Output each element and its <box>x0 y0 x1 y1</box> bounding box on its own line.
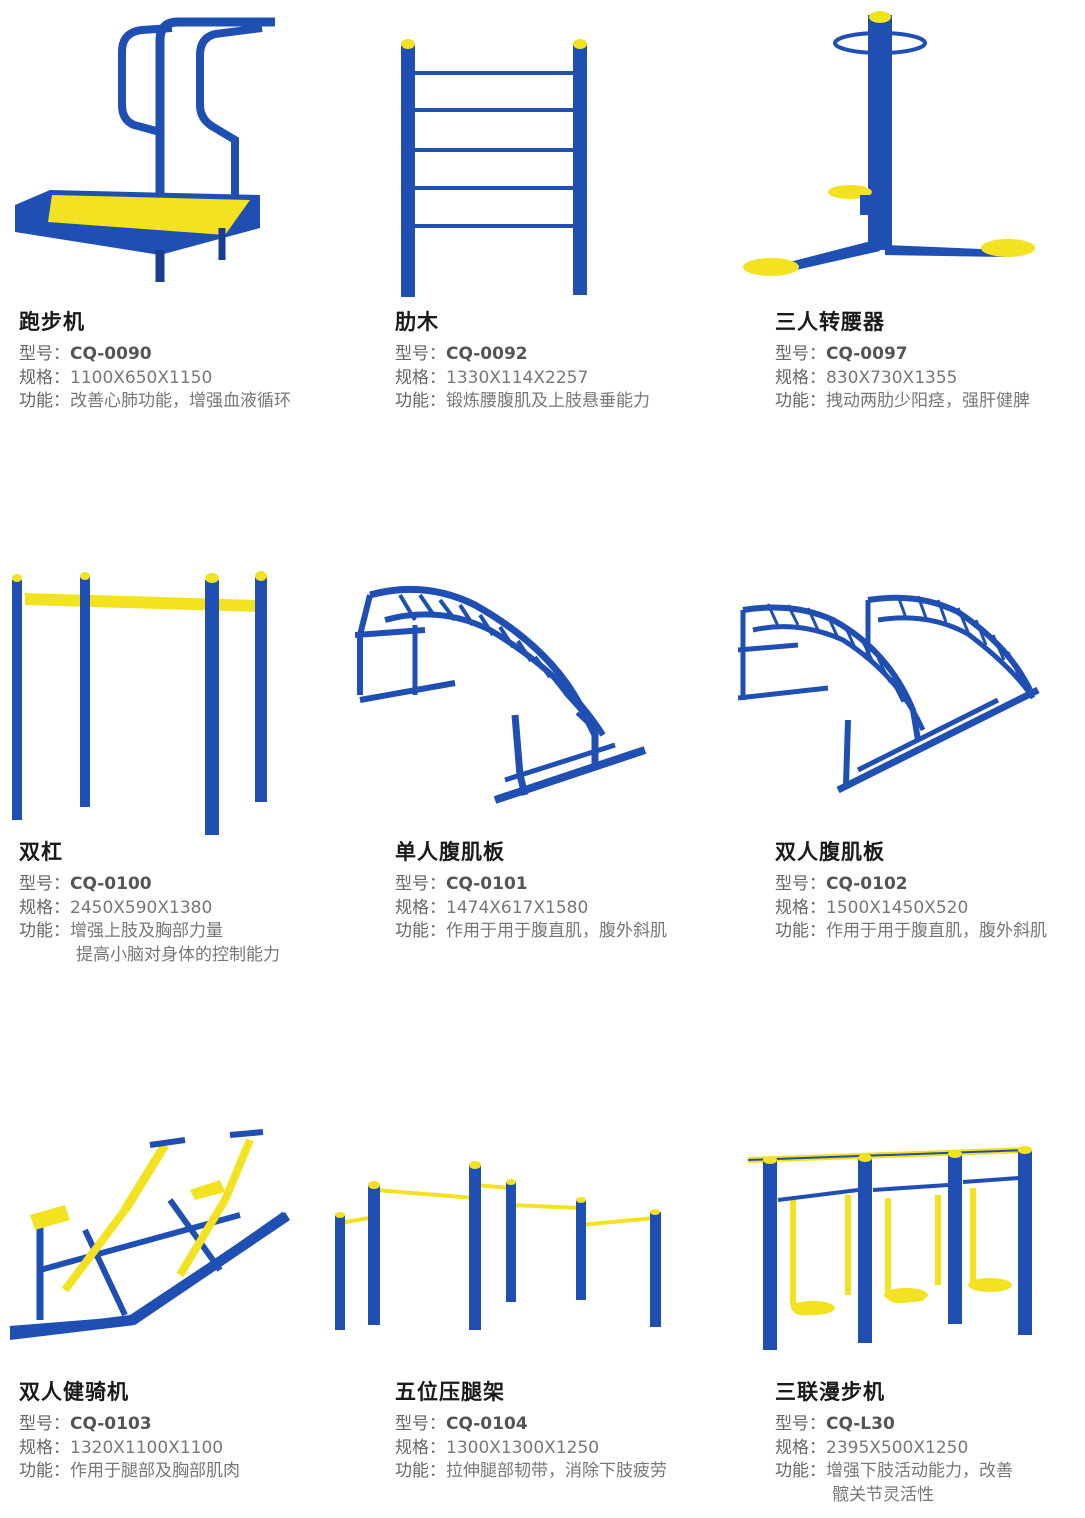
product-specs: 型号：CQ-0100 规格：2450X590X1380 功能：增强上肢及胸部力量… <box>19 874 280 965</box>
model-number: CQ-0102 <box>826 874 908 894</box>
function: 拽动两肋少阳痉，强肝健脾 <box>826 391 1030 411</box>
dimensions: 830X730X1355 <box>826 367 958 388</box>
dimensions: 1330X114X2257 <box>446 367 589 388</box>
dimensions: 1500X1450X520 <box>826 897 969 918</box>
product-specs: 型号：CQ-0101 规格：1474X617X1580 功能：作用于用于腹直肌，… <box>395 874 667 941</box>
leg-stretch-rack-image <box>330 1160 670 1335</box>
product-name: 五位压腿架 <box>395 1380 505 1404</box>
dimensions: 1300X1300X1250 <box>446 1437 600 1458</box>
function: 髋关节灵活性 <box>832 1484 934 1505</box>
model-number: CQ-0092 <box>446 344 528 364</box>
treadmill-image <box>10 10 280 290</box>
model-number: CQ-0103 <box>70 1414 152 1434</box>
function: 拉伸腿部韧带，消除下肢疲劳 <box>446 1461 667 1481</box>
single-situp-board-image <box>355 575 655 820</box>
double-situp-board-image <box>738 590 1043 805</box>
double-rider-image <box>5 1120 295 1345</box>
product-specs: 型号：CQ-0092 规格：1330X114X2257 功能：锻炼腰腹肌及上肢悬… <box>395 344 650 411</box>
product-specs: 型号：CQ-L30 规格：2395X500X1250 功能：增强下肢活动能力，改… <box>775 1414 1013 1505</box>
waist-twister-image <box>740 5 1040 285</box>
product-specs: 型号：CQ-0090 规格：1100X650X1150 功能：改善心肺功能，增强… <box>19 344 291 411</box>
function: 增强上肢及胸部力量 <box>70 921 223 941</box>
dimensions: 1474X617X1580 <box>446 897 589 918</box>
function: 提高小脑对身体的控制能力 <box>76 944 280 965</box>
model-number: CQ-L30 <box>826 1414 895 1434</box>
product-name: 双人健骑机 <box>19 1380 129 1404</box>
product-name: 三联漫步机 <box>775 1380 885 1404</box>
function: 锻炼腰腹肌及上肢悬垂能力 <box>446 391 650 411</box>
product-specs: 型号：CQ-0102 规格：1500X1450X520 功能：作用于用于腹直肌，… <box>775 874 1047 941</box>
dimensions: 2395X500X1250 <box>826 1437 969 1458</box>
wall-bars-image <box>395 35 605 300</box>
product-name: 三人转腰器 <box>775 310 885 334</box>
dimensions: 1320X1100X1100 <box>70 1437 224 1458</box>
product-specs: 型号：CQ-0103 规格：1320X1100X1100 功能：作用于腿部及胸部… <box>19 1414 240 1481</box>
model-number: CQ-0090 <box>70 344 152 364</box>
function: 改善心肺功能，增强血液循环 <box>70 391 291 411</box>
model-number: CQ-0100 <box>70 874 152 894</box>
function: 增强下肢活动能力，改善 <box>826 1461 1013 1481</box>
function: 作用于用于腹直肌，腹外斜肌 <box>826 921 1047 941</box>
model-number: CQ-0097 <box>826 344 908 364</box>
product-specs: 型号：CQ-0104 规格：1300X1300X1250 功能：拉伸腿部韧带，消… <box>395 1414 667 1481</box>
product-name: 跑步机 <box>19 310 85 334</box>
product-name: 单人腹肌板 <box>395 840 505 864</box>
product-name: 肋木 <box>395 310 439 334</box>
model-number: CQ-0104 <box>446 1414 528 1434</box>
parallel-bars-image <box>5 565 280 840</box>
triple-walker-image <box>738 1140 1043 1355</box>
product-specs: 型号：CQ-0097 规格：830X730X1355 功能：拽动两肋少阳痉，强肝… <box>775 344 1030 411</box>
function: 作用于用于腹直肌，腹外斜肌 <box>446 921 667 941</box>
dimensions: 2450X590X1380 <box>70 897 213 918</box>
dimensions: 1100X650X1150 <box>70 367 213 388</box>
model-number: CQ-0101 <box>446 874 528 894</box>
product-name: 双杠 <box>19 840 63 864</box>
product-name: 双人腹肌板 <box>775 840 885 864</box>
function: 作用于腿部及胸部肌肉 <box>70 1461 240 1481</box>
